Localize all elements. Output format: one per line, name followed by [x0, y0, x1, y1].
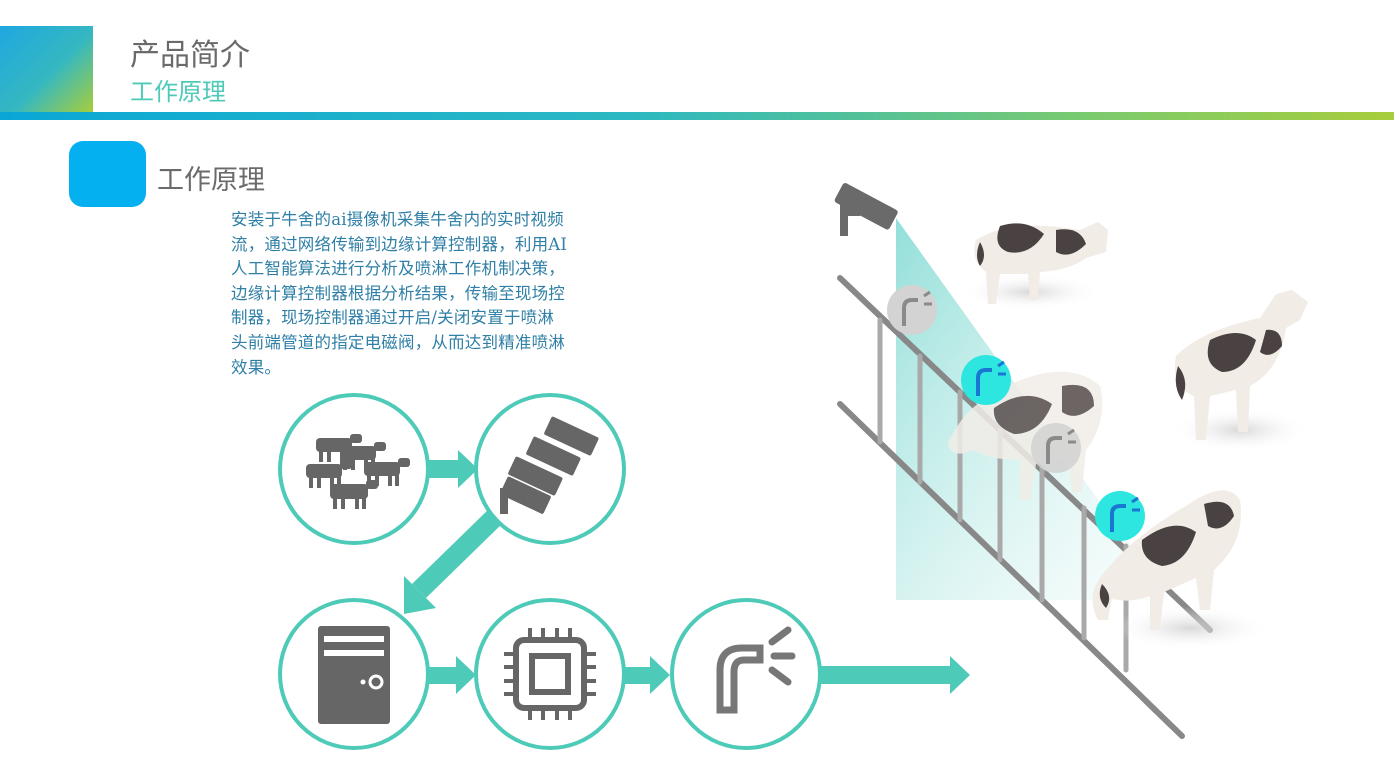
page-title: 产品简介: [130, 38, 250, 73]
arrow-right: [428, 656, 476, 694]
page-subtitle: 工作原理: [130, 78, 226, 106]
cow-1: [960, 222, 1108, 310]
barn-illustration: [834, 183, 1310, 739]
flow-node-chip: [474, 598, 626, 750]
arrow-right: [624, 656, 670, 694]
flow-node-camera: [474, 393, 626, 545]
description-paragraph: 安装于牛舍的ai摄像机采集牛舍内的实时视频 流，通过网络传输到边缘计算控制器，利…: [231, 208, 646, 380]
sprinkler-head-inactive: [1031, 423, 1081, 473]
section-title: 工作原理: [157, 165, 265, 196]
cattle-icon: [306, 434, 410, 509]
flow-node-sprinkler: [670, 598, 822, 750]
description-line: 制器，现场控制器通过开启/关闭安置于喷淋: [231, 308, 555, 328]
arrow-diagonal: [404, 506, 506, 614]
header-accent-block: [0, 26, 93, 112]
camera-icon: [834, 183, 898, 236]
sprinkler-head-active: [1095, 491, 1145, 541]
arrow-right: [820, 656, 970, 694]
section-badge: [69, 141, 146, 207]
server-icon: [318, 626, 390, 724]
arrow-right: [428, 450, 478, 488]
cow-4: [1092, 490, 1270, 650]
sprinkler-head-active: [961, 355, 1011, 405]
workflow-diagram: [278, 393, 970, 750]
description-line: 流，通过网络传输到边缘计算控制器，利用AI: [231, 234, 568, 254]
description-line: 人工智能算法进行分析及喷淋工作机制决策，: [231, 259, 565, 279]
sprinkler-head-inactive: [887, 285, 937, 335]
header-gradient-bar: [0, 112, 1394, 120]
sprinkler-icon: [716, 626, 796, 714]
cow-2: [1170, 290, 1310, 452]
description-line: 边缘计算控制器根据分析结果，传输至现场控: [231, 283, 565, 303]
description-line: 安装于牛舍的ai摄像机采集牛舍内的实时视频: [231, 210, 564, 229]
description-line: 头前端管道的指定电磁阀，从而达到精准喷淋: [231, 332, 565, 352]
description-line: 效果。: [231, 357, 282, 377]
camera-icon: [500, 416, 599, 514]
chip-icon: [504, 628, 596, 720]
